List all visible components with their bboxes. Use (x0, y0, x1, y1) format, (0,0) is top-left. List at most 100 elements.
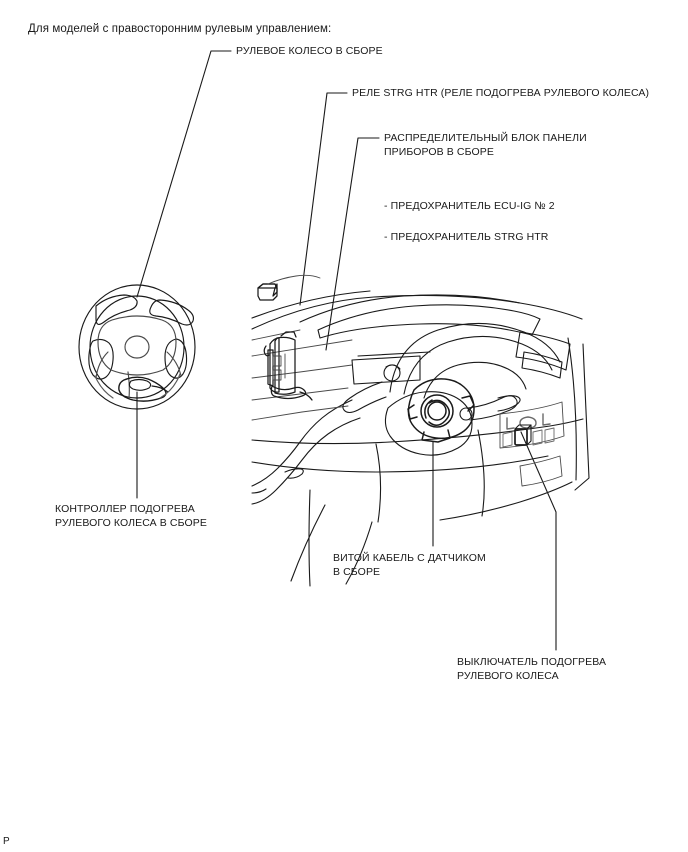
background-panel-lines (251, 329, 353, 421)
leader-steering-wheel (136, 50, 232, 298)
dash-right-end (574, 343, 590, 491)
centre-stack-left (351, 355, 421, 385)
steering-column-shroud (384, 391, 473, 456)
switch-slot-1 (532, 429, 543, 446)
spiral-cable-tab-left (407, 404, 418, 420)
leader-junction-block (325, 137, 380, 351)
switch-marking-arc (519, 416, 537, 429)
junction-block-line-1: РАСПРЕДЕЛИТЕЛЬНЫЙ БЛОК ПАНЕЛИ (384, 132, 587, 144)
junction-block-left-rail (267, 349, 274, 387)
steering-rim-outer (78, 284, 196, 410)
spiral-cable-tab-bottom (421, 429, 451, 443)
heater-switch-button (514, 428, 528, 446)
relay-lead (267, 274, 321, 285)
spoke-right (166, 351, 182, 377)
heater-controller-module (118, 376, 167, 402)
defroster-panel (317, 304, 541, 339)
leader-relay (299, 92, 348, 306)
callout-label-steering-wheel: РУЛЕВОЕ КОЛЕСО В СБОРЕ (236, 45, 383, 57)
kick-panel-fold (251, 488, 267, 494)
rim-trim-left (94, 375, 114, 399)
spiral-cable-assembly (407, 378, 475, 443)
spiral-cable-body (407, 378, 475, 440)
dash-top-edge-2 (251, 290, 371, 319)
junction-block-harness (299, 391, 313, 401)
switch-marking-L2 (542, 413, 551, 426)
spoke-bottom (127, 371, 130, 399)
kick-panel-edge-v2 (290, 504, 326, 582)
callout-label-fuse-strg-htr: - ПРЕДОХРАНИТЕЛЬ STRG HTR (384, 231, 549, 243)
junction-block-top-tab (280, 331, 297, 338)
junction-block-assembly (263, 331, 313, 401)
cluster-opening (423, 361, 527, 399)
spiral-cable-coil-1 (428, 399, 450, 426)
controller-line-2: РУЛЕВОГО КОЛЕСА В СБОРЕ (55, 516, 207, 529)
heater-switch-side (526, 424, 532, 446)
switch-slot-3 (502, 431, 513, 448)
steering-rim-inner (89, 295, 185, 399)
junction-block-bracket (263, 345, 270, 357)
column-lever-pivot (459, 407, 473, 421)
instrument-panel-illustration (251, 274, 590, 587)
centre-knob-arc (385, 364, 401, 370)
dash-lower-edge (251, 418, 584, 445)
steering-heater-relay (257, 274, 321, 301)
callout-label-steering-heater-relay: РЕЛЕ STRG HTR (РЕЛЕ ПОДОГРЕВА РУЛЕВОГО К… (352, 87, 650, 99)
spiral-cable-rotor (420, 394, 454, 428)
heater-controller-tab (151, 385, 169, 393)
rim-trim-right (159, 373, 181, 399)
dash-lower-edge-2 (251, 455, 549, 473)
junction-block-connector-1 (272, 355, 282, 367)
grip-upper-left (95, 294, 138, 325)
spoke-left (95, 351, 109, 379)
controller-line-1: КОНТРОЛЛЕР ПОДОГРЕВА (55, 503, 195, 515)
spiral-cable-line-2: В СБОРЕ (333, 565, 381, 578)
dash-bottom-sweep (439, 481, 573, 521)
switch-marking-L1 (506, 417, 515, 430)
grip-upper-right (149, 299, 195, 326)
steering-wheel-illustration (78, 284, 196, 410)
junction-block-body (274, 336, 296, 395)
junction-block-line-2: ПРИБОРОВ В СБОРЕ (384, 145, 494, 158)
spiral-cable-coil-2 (424, 399, 433, 419)
kick-panel-lip (284, 468, 304, 479)
junction-block-connector-2 (272, 369, 282, 381)
meter-hood-inner (403, 335, 553, 395)
dash-lower-skirt (375, 443, 382, 523)
centre-knob (383, 364, 401, 382)
heater-switch-top (514, 424, 532, 430)
dash-right-edge-inner (567, 337, 577, 481)
kick-panel-outline-2 (251, 417, 361, 505)
kick-panel-outline (251, 399, 353, 487)
switch-slot-2 (544, 427, 555, 444)
heater-switch-line-1: ВЫКЛЮЧАТЕЛЬ ПОДОГРЕВА (457, 656, 607, 668)
spiral-cable-hub (427, 401, 447, 421)
relay-body (257, 283, 278, 301)
junction-block-face (269, 337, 280, 393)
grip-lower-left (88, 338, 114, 380)
dash-top-edge (251, 294, 583, 330)
leader-heater-switch (520, 431, 557, 651)
intro-text: Для моделей с правосторонним рулевым упр… (28, 23, 332, 35)
relay-top-face (257, 283, 278, 289)
horn-center-circle (124, 335, 150, 359)
lower-fascia-pocket (519, 455, 563, 487)
grip-lower-right (164, 338, 188, 379)
dash-cowl-curve (299, 294, 521, 323)
wiper-lever (467, 395, 518, 421)
heater-switch-area (499, 401, 565, 487)
centre-stack-top (357, 351, 431, 357)
page-marker: P (3, 836, 10, 847)
spiral-cable-tab-right (461, 395, 475, 412)
spiral-cable-line-1: ВИТОЙ КАБЕЛЬ С ДАТЧИКОМ (333, 552, 486, 564)
lever-tip-right (497, 395, 521, 412)
heater-controller-detail (128, 378, 152, 391)
junction-block-bottom (270, 385, 307, 400)
airbag-pad (97, 315, 177, 376)
